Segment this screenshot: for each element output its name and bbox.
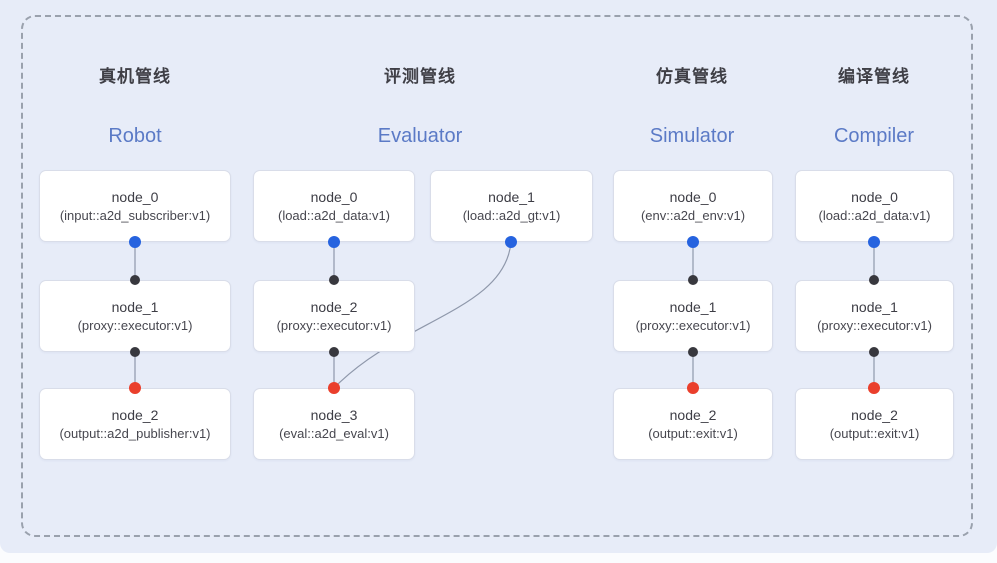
edge-evaluator-1-3 xyxy=(333,241,512,389)
node-name: node_2 xyxy=(111,407,159,423)
simulator-node1-output-port-dot[interactable] xyxy=(688,347,698,357)
simulator-node-1[interactable]: node_1 (proxy::executor:v1) xyxy=(613,280,773,352)
evaluator-node-2[interactable]: node_2 (proxy::executor:v1) xyxy=(253,280,415,352)
simulator-cn-title: 仿真管线 xyxy=(656,67,728,86)
evaluator-node-1[interactable]: node_1 (load::a2d_gt:v1) xyxy=(430,170,593,242)
robot-node0-output-port-dot[interactable] xyxy=(129,236,141,248)
simulator-node2-input-port-dot[interactable] xyxy=(687,382,699,394)
compiler-node-0[interactable]: node_0 (load::a2d_data:v1) xyxy=(795,170,954,242)
node-impl: (load::a2d_data:v1) xyxy=(277,208,391,223)
evaluator-node-3[interactable]: node_3 (eval::a2d_eval:v1) xyxy=(253,388,415,460)
node-name: node_1 xyxy=(851,299,898,315)
robot-node1-input-port-dot[interactable] xyxy=(130,275,140,285)
node-impl: (load::a2d_gt:v1) xyxy=(462,208,561,223)
compiler-cn-title: 编译管线 xyxy=(838,67,910,86)
node-name: node_0 xyxy=(669,189,717,205)
node-name: node_2 xyxy=(669,407,717,423)
node-impl: (proxy::executor:v1) xyxy=(817,318,932,333)
robot-node1-output-port-dot[interactable] xyxy=(130,347,140,357)
dashed-boundary xyxy=(21,15,973,537)
node-name: node_3 xyxy=(310,407,358,423)
node-name: node_1 xyxy=(669,299,717,315)
simulator-node1-input-port-dot[interactable] xyxy=(688,275,698,285)
node-impl: (proxy::executor:v1) xyxy=(77,318,193,333)
evaluator-cn-title: 评测管线 xyxy=(384,67,456,86)
compiler-node-1[interactable]: node_1 (proxy::executor:v1) xyxy=(795,280,954,352)
simulator-en-title: Simulator xyxy=(649,125,735,147)
node-impl: (load::a2d_data:v1) xyxy=(818,208,931,223)
robot-node2-input-port-dot[interactable] xyxy=(129,382,141,394)
node-impl: (env::a2d_env:v1) xyxy=(640,208,746,223)
node-impl: (output::exit:v1) xyxy=(829,426,920,441)
evaluator-node3-input-port-dot[interactable] xyxy=(328,382,340,394)
simulator-node0-output-port-dot[interactable] xyxy=(687,236,699,248)
evaluator-node2-input-port-dot[interactable] xyxy=(329,275,339,285)
robot-node-0[interactable]: node_0 (input::a2d_subscriber:v1) xyxy=(39,170,231,242)
node-impl: (output::exit:v1) xyxy=(648,426,738,441)
node-name: node_1 xyxy=(488,189,535,205)
compiler-node1-output-port-dot[interactable] xyxy=(869,347,879,357)
node-impl: (input::a2d_subscriber:v1) xyxy=(59,208,211,223)
robot-cn-title: 真机管线 xyxy=(99,67,171,86)
node-impl: (output::a2d_publisher:v1) xyxy=(59,426,211,441)
node-name: node_2 xyxy=(851,407,898,423)
node-impl: (proxy::executor:v1) xyxy=(276,318,392,333)
node-impl: (eval::a2d_eval:v1) xyxy=(279,426,389,441)
node-name: node_0 xyxy=(111,189,159,205)
robot-node-2[interactable]: node_2 (output::a2d_publisher:v1) xyxy=(39,388,231,460)
evaluator-en-title: Evaluator xyxy=(377,125,463,147)
simulator-node-0[interactable]: node_0 (env::a2d_env:v1) xyxy=(613,170,773,242)
evaluator-node0-output-port-dot[interactable] xyxy=(328,236,340,248)
evaluator-node2-output-port-dot[interactable] xyxy=(329,347,339,357)
node-name: node_1 xyxy=(111,299,159,315)
node-name: node_0 xyxy=(851,189,898,205)
compiler-node2-input-port-dot[interactable] xyxy=(868,382,880,394)
node-name: node_0 xyxy=(310,189,358,205)
robot-node-1[interactable]: node_1 (proxy::executor:v1) xyxy=(39,280,231,352)
robot-en-title: Robot xyxy=(108,125,162,147)
node-impl: (proxy::executor:v1) xyxy=(635,318,751,333)
node-name: node_2 xyxy=(310,299,358,315)
compiler-node-2[interactable]: node_2 (output::exit:v1) xyxy=(795,388,954,460)
simulator-node-2[interactable]: node_2 (output::exit:v1) xyxy=(613,388,773,460)
evaluator-node-0[interactable]: node_0 (load::a2d_data:v1) xyxy=(253,170,415,242)
evaluator-node1-output-port-dot[interactable] xyxy=(505,236,517,248)
compiler-en-title: Compiler xyxy=(833,125,915,147)
compiler-node0-output-port-dot[interactable] xyxy=(868,236,880,248)
compiler-node1-input-port-dot[interactable] xyxy=(869,275,879,285)
